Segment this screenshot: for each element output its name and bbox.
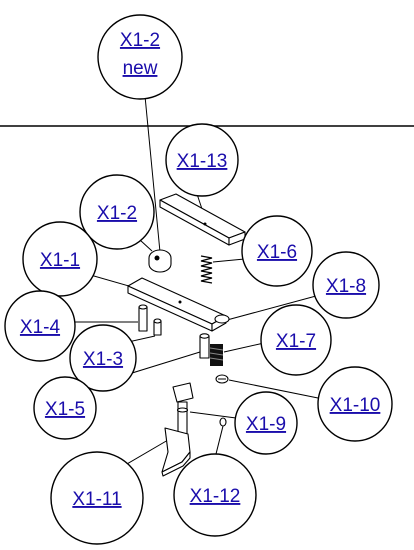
part-x1-1-lever — [127, 277, 230, 332]
callout-x1-7[interactable]: X1-7 — [260, 304, 332, 376]
callout-x1-2-new[interactable]: X1-2 new — [97, 14, 183, 100]
callout-label[interactable]: X1-6 — [257, 242, 297, 263]
part-x1-7-spring — [209, 344, 224, 366]
part-x1-13-rail — [159, 193, 246, 246]
callout-label[interactable]: X1-7 — [276, 331, 316, 352]
part-x1-9-post — [172, 382, 194, 437]
callout-x1-2[interactable]: X1-2 — [79, 174, 155, 250]
callout-label[interactable]: X1-12 — [190, 486, 241, 507]
callout-label[interactable]: X1-10 — [330, 395, 381, 416]
part-x1-3-pin — [153, 318, 162, 336]
callout-x1-5[interactable]: X1-5 — [33, 376, 97, 440]
callout-label-new[interactable]: new — [123, 58, 158, 79]
callout-label[interactable]: X1-8 — [326, 276, 366, 297]
callout-x1-1[interactable]: X1-1 — [22, 221, 98, 297]
callout-label[interactable]: X1-4 — [20, 317, 61, 338]
callout-x1-12[interactable]: X1-12 — [173, 453, 257, 537]
part-x1-2-cam — [148, 249, 172, 273]
callout-x1-8[interactable]: X1-8 — [312, 251, 380, 319]
part-x1-12-pin — [219, 417, 227, 427]
callout-label[interactable]: X1-13 — [177, 151, 228, 172]
callout-label[interactable]: X1-11 — [72, 489, 121, 510]
part-x1-11-blade — [161, 427, 191, 477]
callout-x1-9[interactable]: X1-9 — [234, 391, 298, 455]
callout-label[interactable]: X1-3 — [83, 349, 123, 370]
part-x1-6-spring — [200, 255, 213, 284]
callout-x1-10[interactable]: X1-10 — [317, 366, 393, 442]
callout-x1-6[interactable]: X1-6 — [241, 215, 313, 287]
part-x1-5-pin — [199, 333, 210, 359]
callout-label[interactable]: X1-5 — [45, 399, 85, 420]
callout-x1-3[interactable]: X1-3 — [69, 324, 137, 392]
part-x1-4-pin — [138, 304, 148, 332]
callout-label[interactable]: X1-1 — [40, 250, 80, 271]
callout-x1-11[interactable]: X1-11 — [50, 451, 144, 545]
callout-x1-4[interactable]: X1-4 — [4, 290, 76, 362]
callout-label[interactable]: X1-2 — [120, 30, 160, 51]
part-x1-10-screw — [215, 374, 229, 384]
callout-label[interactable]: X1-9 — [246, 414, 286, 435]
callout-x1-13[interactable]: X1-13 — [165, 123, 239, 197]
parts — [127, 193, 246, 477]
callout-label[interactable]: X1-2 — [97, 203, 137, 224]
